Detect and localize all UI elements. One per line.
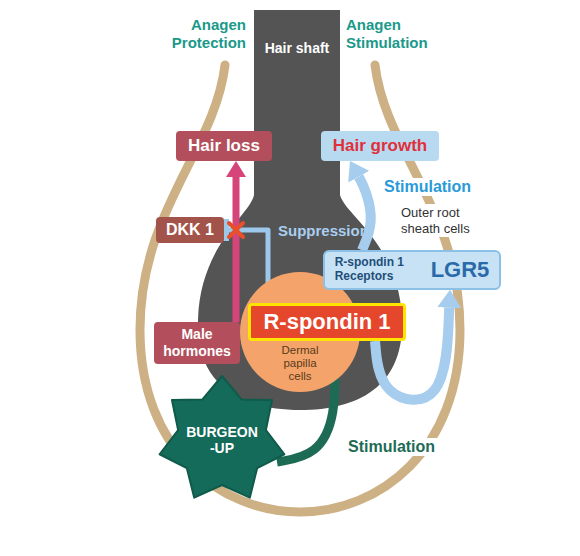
node-text: R-spondin 1 Receptors (335, 256, 423, 284)
outcome-box: Hair growth (321, 131, 439, 161)
cross-stroke (229, 223, 243, 237)
product-star: BURGEON -UP (157, 375, 287, 505)
node-text: Hair loss (188, 136, 260, 156)
factor-box: DKK 1 (156, 217, 224, 243)
node-text: DKK 1 (166, 221, 214, 239)
node-text: BURGEON -UP (184, 424, 260, 456)
node-text: Dermal papilla cells (275, 344, 325, 383)
phase-label: Anagen Protection (146, 16, 246, 52)
edge-label: Stimulation (382, 178, 473, 196)
promote-arrow (233, 177, 240, 322)
edge-label: Suppression (278, 222, 369, 239)
node-text: R-spondin 1 (263, 309, 390, 335)
node-text: Hair growth (333, 136, 427, 156)
factor-box: Male hormones (154, 322, 240, 364)
star-badge (160, 376, 285, 498)
cross-stroke (229, 223, 243, 237)
part-label: Hair shaft (254, 40, 340, 56)
part-label: Outer root sheath cells (398, 204, 488, 237)
block-cross (229, 223, 243, 237)
node-text: Male hormones (161, 326, 233, 360)
phase-label: Anagen Stimulation (346, 16, 446, 52)
edge-label: Stimulation (346, 438, 437, 456)
node-text: LGR5 (431, 257, 490, 283)
stimulate-arrow (359, 177, 371, 250)
outcome-box: Hair loss (176, 131, 272, 161)
protein-box: R-spondin 1 (248, 303, 405, 341)
receptor-box: R-spondin 1 Receptors LGR5 (323, 250, 502, 290)
papilla-circle (240, 272, 360, 392)
